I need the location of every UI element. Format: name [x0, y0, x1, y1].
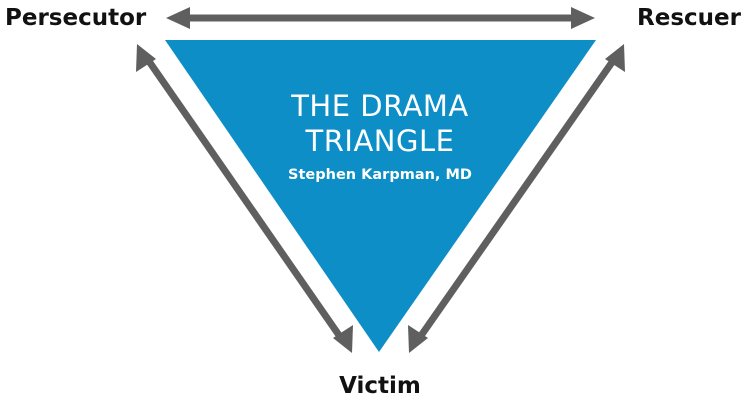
rescuer-label: Rescuer — [637, 5, 741, 31]
arrow-rescuer-victim — [408, 44, 625, 353]
arrow-persecutor-victim — [136, 44, 353, 353]
diagram-title-line-1: THE DRAMA — [291, 89, 469, 123]
diagram-title-line-2: TRIANGLE — [305, 124, 455, 158]
arrow-persecutor-rescuer — [166, 7, 595, 29]
drama-triangle-shape — [165, 40, 596, 352]
diagram-subtitle: Stephen Karpman, MD — [288, 167, 472, 183]
persecutor-label: Persecutor — [5, 5, 147, 31]
victim-label: Victim — [339, 373, 421, 399]
